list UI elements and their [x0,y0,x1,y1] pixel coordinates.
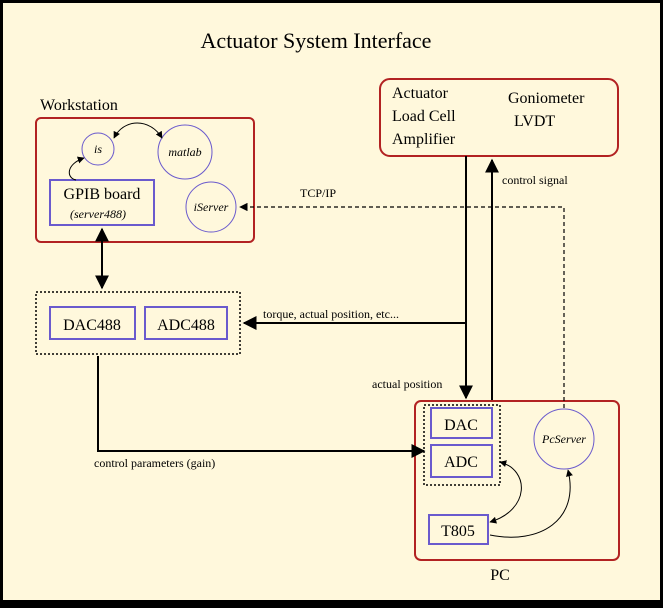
gpib-board-title: GPIB board [64,186,141,203]
adc-t805-link [489,460,522,524]
pcserver-node-label: PcServer [541,432,586,446]
diagram-title: Actuator System Interface [201,28,432,53]
is-matlab-link [113,122,163,139]
pc-dac-label: DAC [444,417,478,434]
control-parameters-label: control parameters (gain) [94,456,215,470]
gpib-board-subtitle: (server488) [70,207,126,221]
t805-label: T805 [441,523,475,540]
diagram-background [3,3,660,600]
hardware-box [379,78,619,157]
pc-label: PC [490,567,510,584]
adc488-label: ADC488 [157,317,215,334]
iserver-node-label: iServer [194,200,229,214]
pcserver-node [533,408,595,470]
dac488-label: DAC488 [63,317,121,334]
load-cell-label: Load Cell [392,108,456,125]
control-parameters-link [97,356,426,458]
amplifier-label: Amplifier [392,131,456,148]
iserver-node [185,181,237,233]
is-gpib-link [68,156,85,181]
pc-dac-box [430,407,493,439]
pcserver-t805-link [489,469,573,538]
lvdt-label: LVDT [514,113,555,130]
torque-label: torque, actual position, etc... [263,307,399,321]
dac488-box [49,306,136,340]
converter-group [35,291,241,355]
is-node [81,132,115,166]
matlab-node [157,124,213,180]
workstation-box [35,117,255,243]
matlab-node-label: matlab [168,145,201,159]
pc-box [414,400,620,561]
tcpip-label: TCP/IP [300,186,336,200]
t805-box [428,514,489,545]
gpib-board-box [49,179,155,226]
workstation-label: Workstation [40,97,118,114]
tcpip-link [239,202,565,408]
pc-adc-label: ADC [444,454,478,471]
actuator-label: Actuator [392,85,449,102]
goniometer-label: Goniometer [508,90,585,107]
actual-position-label: actual position [372,377,442,391]
is-node-label: is [94,142,102,156]
control-signal-label: control signal [502,173,568,187]
adc488-box [144,306,228,340]
